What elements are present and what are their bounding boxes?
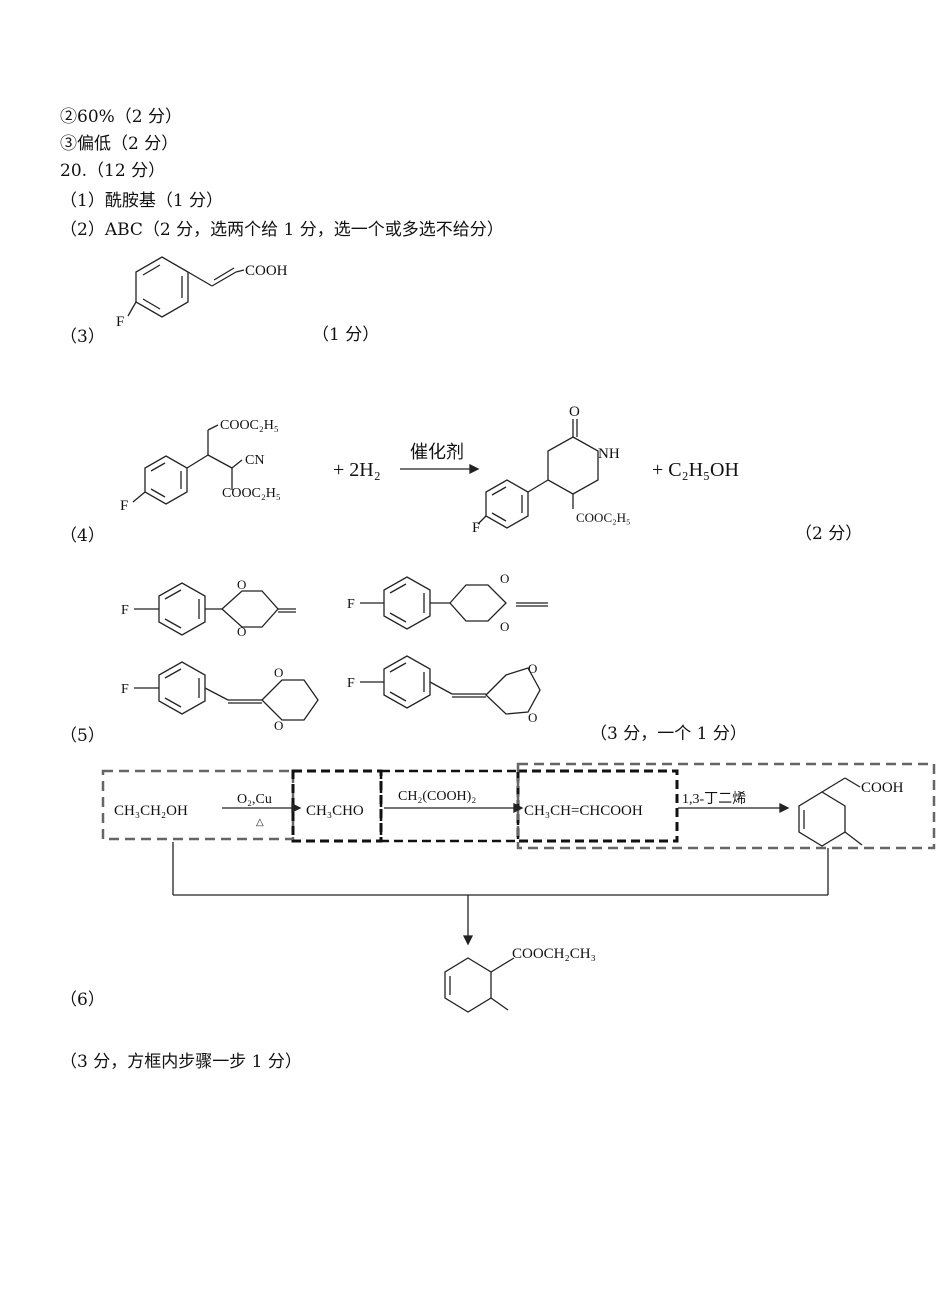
- isomer4-o2-label: O: [528, 710, 537, 725]
- isomer2-o1-label: O: [500, 571, 509, 586]
- plus-ethanol-label: + C₂H₅OH: [652, 459, 739, 481]
- synthesis-reagent-1: O₂,Cu: [237, 792, 272, 807]
- synthesis-crotonic-acid: CH₃CH=CHCOOH: [524, 803, 643, 819]
- catalyst-label: 催化剂: [410, 442, 464, 462]
- answer-part-1: （1）酰胺基（1 分）: [60, 191, 224, 211]
- synthesis-reagent-2: CH₂(COOH)₂: [398, 789, 476, 804]
- answer-part-6-label: （6）: [60, 990, 105, 1010]
- synthesis-final-ester-group: COOCH₂CH₃: [512, 946, 596, 962]
- synthesis-acetaldehyde: CH₃CHO: [306, 803, 364, 819]
- structure-4-product: [477, 419, 599, 529]
- synthesis-box-3: [379, 769, 520, 843]
- isomer1-o2-label: O: [237, 624, 246, 639]
- isomer3-o1-label: O: [274, 665, 283, 680]
- structure-4-reactant: [132, 424, 243, 505]
- reactant-ester2-label: COOC₂H₅: [222, 486, 281, 501]
- structure-6-final-ester: [444, 957, 515, 1013]
- isomer3-o2-label: O: [274, 718, 283, 733]
- answer-part-6-note: （3 分，方框内步骤一步 1 分）: [60, 1052, 302, 1072]
- product-ester-label: COOC₂H₅: [576, 510, 631, 525]
- product-nh-label: NH: [598, 446, 620, 462]
- synthesis-acid-group: COOH: [861, 780, 904, 796]
- cinnamic-f-label: F: [116, 314, 124, 330]
- isomer1-o1-label: O: [237, 577, 246, 592]
- isomer3-f-label: F: [121, 682, 129, 697]
- product-o-label: O: [569, 404, 580, 420]
- answer-part-5-score: （3 分，一个 1 分）: [590, 724, 747, 744]
- isomer4-f-label: F: [347, 676, 355, 691]
- structure-5-isomer-3: [134, 661, 319, 721]
- cinnamic-cooh-label: COOH: [245, 263, 288, 279]
- product-f-label: F: [472, 520, 480, 536]
- structure-5-isomer-1: [134, 582, 296, 636]
- reactant-cn-label: CN: [245, 453, 264, 468]
- structure-5-isomer-2: [360, 576, 548, 630]
- answer-part-3-score: （1 分）: [312, 325, 380, 345]
- synthesis-ethanol: CH₃CH₂OH: [114, 803, 188, 819]
- isomer4-o1-label: O: [528, 661, 537, 676]
- synthesis-heat-symbol: △: [256, 817, 264, 828]
- synthesis-box-5: [516, 762, 936, 850]
- answer-line-3: ③偏低（2 分）: [60, 134, 179, 154]
- isomer1-f-label: F: [121, 603, 129, 618]
- synthesis-reagent-3: 1,3-丁二烯: [682, 791, 746, 807]
- answer-part-2: （2）ABC（2 分，选两个给 1 分，选一个或多选不给分）: [60, 220, 504, 240]
- answer-part-4-score: （2 分）: [795, 524, 863, 544]
- reactant-f-label: F: [120, 498, 128, 514]
- structure-3-cinnamic-acid: [127, 256, 245, 318]
- answer-part-4-label: （4）: [60, 526, 105, 546]
- structure-6-cyclohexene-acid: [798, 777, 863, 847]
- plus-h2-label: + 2H₂: [333, 459, 381, 481]
- reactant-ester1-label: COOC₂H₅: [220, 418, 279, 433]
- structure-5-isomer-4: [360, 655, 541, 715]
- isomer2-o2-label: O: [500, 619, 509, 634]
- answer-part-3-label: （3）: [60, 327, 105, 347]
- question-20-heading: 20.（12 分）: [60, 161, 166, 181]
- answer-line-2: ②60%（2 分）: [60, 107, 183, 127]
- isomer2-f-label: F: [347, 597, 355, 612]
- answer-part-5-label: （5）: [60, 726, 105, 746]
